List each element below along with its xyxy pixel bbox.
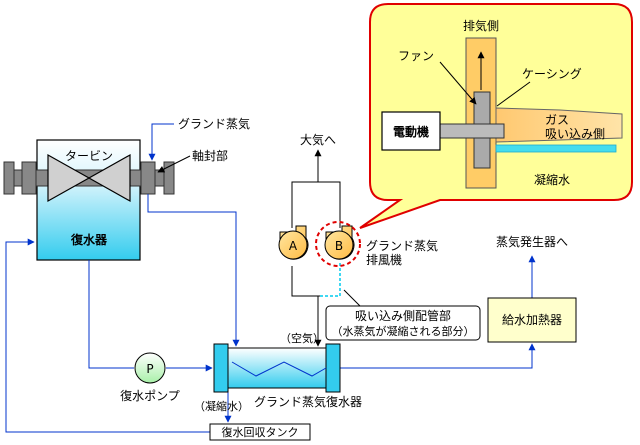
callout-detail: 電動機 排気側 ファン ケーシング ガス 吸い込み側 凝縮水 [359, 3, 633, 229]
pipe-seal-to-gc [147, 194, 240, 347]
motor-box [381, 111, 441, 151]
gland-condenser-cap-left [213, 343, 229, 393]
pump-icon [134, 352, 166, 384]
fan-leader [439, 61, 477, 105]
gland-condenser-coil [231, 361, 327, 377]
suction-side-label: 吸い込み側 [545, 127, 605, 141]
condensate-pump: P [134, 352, 166, 384]
to-atmosphere-label: 大気へ [300, 132, 336, 147]
note-line1: 吸い込み側配管部 [355, 308, 451, 323]
pipe-suction-condensing [320, 262, 341, 297]
motor-label: 電動機 [393, 124, 429, 139]
note-leader [343, 289, 363, 309]
pipe-tank-to-condenser [5, 238, 210, 433]
pipe-fan-a-bottom [291, 266, 322, 297]
air-label: （空気） [280, 331, 324, 345]
gas-label: ガス [545, 113, 569, 127]
fan-b-body [324, 230, 354, 260]
turbine-icon [47, 153, 131, 203]
condensate-pump-label: 復水ポンプ [120, 388, 180, 403]
gas-inlet-duct [495, 107, 623, 143]
casing-label: ケーシング [522, 67, 582, 81]
gland-condenser-label: グランド蒸気復水器 [254, 394, 362, 409]
seal-left-inner [21, 161, 37, 195]
fan-a-body [278, 230, 308, 260]
pipe-fan-header-top [291, 181, 341, 228]
piping-black [291, 149, 341, 347]
exhauster-label-line2: 排風機 [366, 252, 402, 267]
condensate-label: 凝縮水 [534, 172, 570, 187]
condensate-channel [495, 144, 617, 153]
recovery-tank-label: 復水回収タンク [222, 426, 299, 439]
exhauster-label-line1: グランド蒸気 [366, 238, 438, 253]
fan-b-label: B [335, 239, 343, 253]
gland-steam-condenser [213, 343, 341, 393]
pump-label: P [146, 362, 153, 376]
fan-label: ファン [398, 49, 434, 63]
seal-left [3, 161, 15, 195]
recovery-tank [209, 423, 311, 441]
gland-condenser-cap-right [325, 343, 341, 393]
condenser-label: 復水器 [70, 232, 108, 247]
fan-b: B [315, 221, 361, 267]
shaft-seal-leader [157, 155, 191, 173]
note-box [325, 305, 481, 341]
pipe-condenser-to-pump [88, 260, 134, 369]
condensed-water-label: （凝縮水） [194, 399, 249, 413]
gland-condenser-body [219, 347, 333, 389]
steam-generator-label: 蒸気発生器へ [496, 234, 568, 249]
feedwater-heater [487, 297, 577, 343]
seal-right [163, 161, 175, 195]
seal-right-inner [140, 161, 156, 195]
fan-a: A [278, 225, 309, 260]
pipe-gc-to-heater [336, 343, 536, 369]
piping-blue [5, 194, 536, 433]
gland-steam-label: グランド蒸気 [178, 116, 250, 131]
note-line2: （水蒸気が凝縮される部分） [332, 324, 475, 338]
fan-a-label: A [289, 239, 298, 253]
gland-steam-leader [148, 123, 174, 161]
fan-b-highlight [315, 221, 361, 267]
shaft-seal-label: 軸封部 [192, 148, 228, 163]
turbine-label: タービン [65, 149, 113, 163]
feedwater-heater-label: 給水加熱器 [502, 313, 562, 327]
exhaust-side-label: 排気側 [463, 18, 499, 33]
casing-leader [496, 81, 531, 107]
motor-shaft [439, 123, 505, 139]
condenser-unit: タービン 復水器 [3, 139, 175, 261]
